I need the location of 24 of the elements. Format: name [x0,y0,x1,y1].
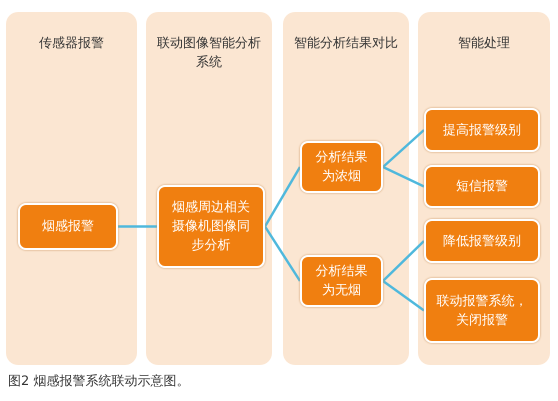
connector-line [382,129,425,168]
process-box: 短信报警 [424,165,540,208]
column-heading: 智能分析结果对比 [293,35,399,53]
connector-line [264,166,302,228]
connector-line [118,225,157,228]
process-box: 分析结果为浓烟 [300,141,383,193]
process-box: 分析结果为无烟 [300,255,383,307]
column-band [283,12,409,365]
column-band [418,12,550,365]
column-heading: 联动图像智能分析系统 [156,35,262,72]
process-box: 联动报警系统，关闭报警 [424,278,540,343]
caption: 图2 烟感报警系统联动示意图。 [8,373,190,390]
connector-line [264,226,302,282]
connector-line [382,166,425,188]
process-box: 降低报警级别 [424,219,540,263]
column-band [146,12,272,365]
connector-line [382,240,425,282]
process-box: 提高报警级别 [424,108,540,152]
connector-line [382,280,425,312]
column-band [6,12,137,365]
process-box: 烟感周边相关摄像机图像同步分析 [157,185,265,268]
process-box: 烟感报警 [18,203,118,250]
column-heading: 传感器报警 [38,35,105,53]
column-heading: 智能处理 [457,35,511,53]
